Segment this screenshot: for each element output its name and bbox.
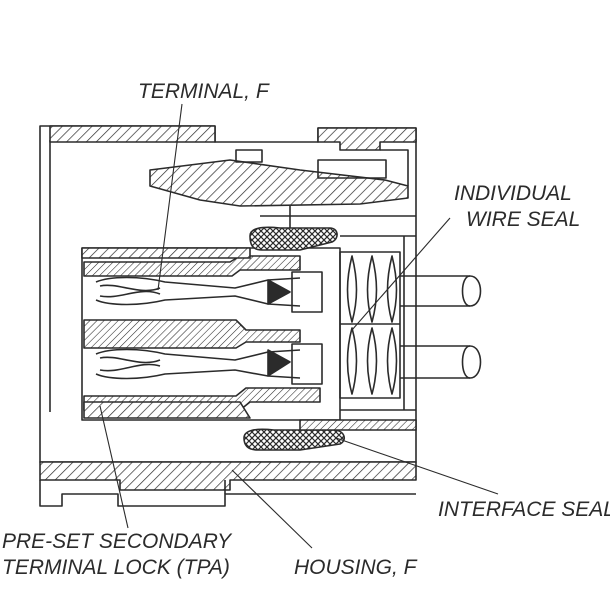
leader-tpa bbox=[99, 405, 129, 529]
label-tpa-line2: TERMINAL LOCK (TPA) bbox=[2, 556, 230, 579]
housing-body bbox=[39, 125, 417, 507]
label-terminal: TERMINAL, F bbox=[138, 80, 270, 103]
upper-terminal bbox=[95, 271, 323, 313]
label-housing: HOUSING, F bbox=[294, 556, 418, 579]
lower-terminal bbox=[95, 343, 323, 385]
interface-seal bbox=[243, 226, 346, 451]
label-wire-seal-line2: WIRE SEAL bbox=[466, 208, 580, 231]
label-wire-seal-line1: INDIVIDUAL bbox=[454, 182, 572, 205]
wires bbox=[400, 275, 482, 379]
leader-lines bbox=[99, 103, 499, 549]
leader-terminal bbox=[157, 103, 183, 291]
housing-right-detail bbox=[299, 235, 417, 431]
latch-arm bbox=[149, 149, 416, 230]
label-tpa-line1: PRE-SET SECONDARY bbox=[2, 530, 233, 553]
leader-interface-seal bbox=[335, 437, 499, 495]
leader-housing bbox=[231, 469, 313, 549]
label-interface-seal: INTERFACE SEAL bbox=[438, 498, 610, 521]
leader-wire-seal bbox=[351, 217, 451, 331]
wire-seal bbox=[339, 251, 401, 399]
inner-cavity bbox=[81, 247, 341, 421]
